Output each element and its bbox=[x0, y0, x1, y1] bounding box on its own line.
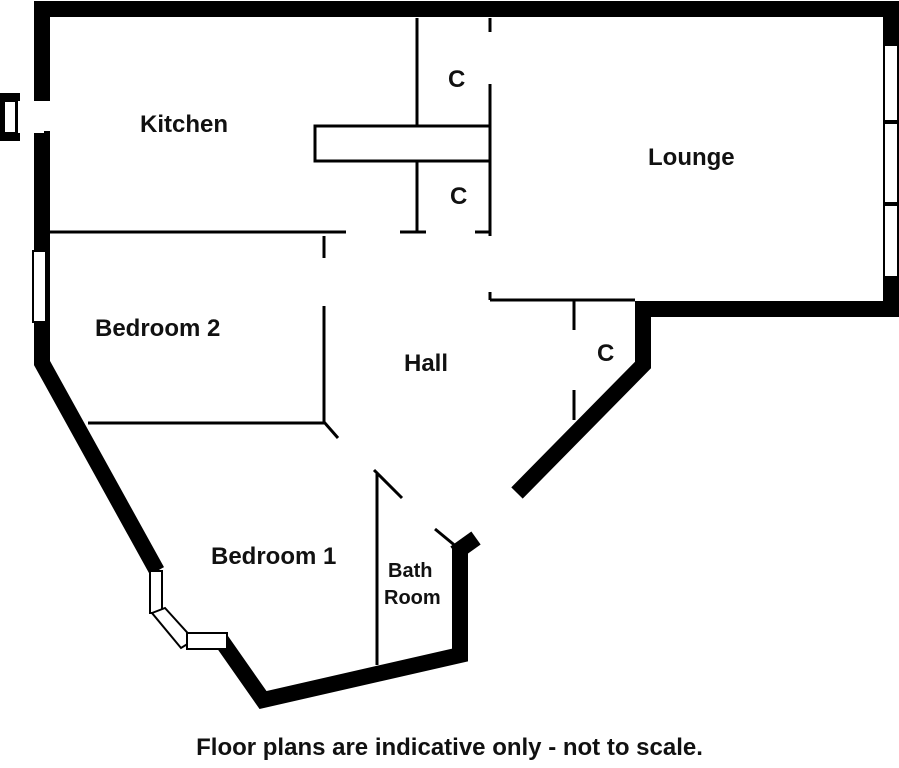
bathroom-label-line2: Room bbox=[384, 587, 441, 609]
kitchen-window-frame bbox=[3, 100, 17, 134]
lounge-window-1 bbox=[883, 44, 899, 122]
closet-label-3: C bbox=[597, 340, 614, 367]
outer-walls bbox=[34, 1, 899, 709]
hall-label: Hall bbox=[404, 350, 448, 377]
bedroom2-window bbox=[32, 250, 47, 323]
interior-walls bbox=[50, 18, 635, 665]
disclaimer-text: Floor plans are indicative only - not to… bbox=[196, 734, 703, 761]
lounge-window-2 bbox=[883, 122, 899, 204]
outer-wall-north-east bbox=[34, 1, 899, 499]
kitchen-label: Kitchen bbox=[140, 111, 228, 138]
closet-label-1: C bbox=[448, 66, 465, 93]
lounge-window-3 bbox=[883, 204, 899, 278]
bay-window-1 bbox=[149, 570, 163, 614]
bedroom1-label: Bedroom 1 bbox=[211, 543, 336, 570]
closet-label-2: C bbox=[450, 183, 467, 210]
bathroom-label-line1: Bath bbox=[388, 560, 432, 582]
windows bbox=[0, 44, 899, 650]
kitchen-window-sill bbox=[18, 101, 44, 133]
outer-wall-west bbox=[34, 131, 165, 575]
outer-wall-bath-stub bbox=[450, 531, 481, 560]
bedroom2-label: Bedroom 2 bbox=[95, 315, 220, 342]
outer-wall-south bbox=[214, 548, 468, 709]
lounge-label: Lounge bbox=[648, 144, 735, 171]
bay-window-3 bbox=[186, 632, 228, 650]
